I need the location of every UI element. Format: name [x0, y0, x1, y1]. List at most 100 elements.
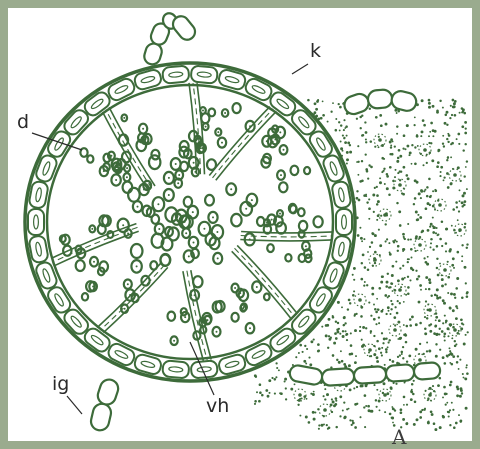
stipple-dot: [464, 132, 467, 135]
stipple-dot: [415, 323, 418, 326]
stipple-dot: [388, 310, 390, 312]
stipple-dot: [396, 125, 398, 127]
stipple-dot: [396, 133, 398, 135]
stipple-dot: [377, 200, 380, 203]
stipple-dot: [366, 201, 368, 203]
stipple-dot: [446, 159, 448, 161]
stipple-dot: [436, 165, 439, 168]
stipple-dot: [317, 99, 319, 101]
stipple-dot: [435, 232, 437, 234]
stipple-dot: [413, 380, 415, 382]
stipple-dot: [432, 225, 434, 227]
stipple-dot: [399, 354, 401, 356]
stipple-dot: [444, 315, 446, 317]
stipple-dot: [350, 344, 353, 347]
plastid-center: [279, 131, 281, 133]
stipple-dot: [458, 414, 460, 416]
stipple-dot: [352, 422, 355, 425]
stipple-dot: [301, 397, 303, 399]
plastid-center: [175, 163, 177, 165]
stipple-dot: [317, 350, 320, 353]
stipple-dot: [397, 245, 400, 248]
stipple-dot: [385, 285, 388, 288]
stipple-dot: [401, 351, 404, 354]
stipple-dot: [363, 284, 365, 286]
stipple-dot: [294, 383, 296, 385]
stipple-dot: [424, 327, 427, 330]
stipple-dot: [455, 343, 457, 345]
stipple-dot: [413, 203, 415, 205]
stipple-dot: [410, 390, 413, 393]
plastid-center: [216, 331, 218, 333]
tissue-cell-nucleus: [418, 243, 422, 247]
stipple-dot: [390, 313, 392, 315]
stipple-dot: [407, 223, 409, 225]
stipple-dot: [365, 131, 368, 134]
stipple-dot: [335, 129, 338, 132]
stipple-dot: [392, 290, 394, 292]
stipple-dot: [460, 387, 463, 390]
stipple-dot: [376, 356, 379, 359]
stipple-dot: [354, 426, 357, 429]
stipple-dot: [357, 145, 359, 147]
stipple-dot: [383, 337, 386, 340]
stipple-dot: [374, 308, 377, 311]
stipple-dot: [335, 400, 337, 402]
stipple-dot: [397, 279, 400, 282]
stipple-dot: [359, 180, 362, 183]
stipple-dot: [439, 100, 441, 102]
stipple-dot: [424, 189, 426, 191]
stipple-dot: [328, 335, 330, 337]
stipple-dot: [285, 398, 287, 400]
stipple-dot: [428, 350, 431, 353]
stipple-dot: [384, 183, 386, 185]
stipple-dot: [274, 393, 276, 395]
stipple-dot: [454, 297, 456, 299]
stipple-dot: [404, 277, 406, 279]
right-filament-cell: [367, 89, 393, 109]
stipple-dot: [407, 276, 409, 278]
stipple-dot: [385, 313, 387, 315]
stipple-dot: [408, 355, 411, 358]
stipple-dot: [368, 218, 370, 220]
stipple-dot: [307, 99, 310, 102]
stipple-dot: [458, 368, 460, 370]
stipple-dot: [451, 114, 453, 116]
stipple-dot: [419, 416, 422, 419]
stipple-dot: [446, 355, 448, 357]
stipple-dot: [427, 256, 429, 258]
stipple-dot: [459, 359, 461, 361]
stipple-dot: [359, 116, 362, 119]
plastid-center: [245, 208, 247, 210]
stipple-dot: [455, 317, 458, 320]
stipple-dot: [426, 186, 429, 189]
stipple-dot: [466, 243, 468, 245]
stipple-dot: [314, 111, 317, 114]
stipple-dot: [274, 378, 277, 381]
stipple-dot: [385, 351, 387, 353]
stipple-dot: [407, 258, 409, 260]
stipple-dot: [346, 158, 349, 161]
stipple-dot: [432, 249, 434, 251]
stipple-dot: [428, 99, 431, 102]
stipple-dot: [403, 404, 405, 406]
plastid-center: [126, 167, 128, 169]
stipple-dot: [357, 234, 360, 237]
stipple-dot: [422, 164, 424, 166]
stipple-dot: [321, 424, 324, 427]
stipple-dot: [381, 332, 383, 334]
stipple-dot: [259, 383, 262, 386]
stipple-dot: [371, 287, 374, 290]
stipple-dot: [393, 316, 396, 319]
stipple-dot: [359, 326, 361, 328]
stipple-dot: [457, 388, 460, 391]
stipple-dot: [414, 179, 417, 182]
stipple-dot: [384, 223, 386, 225]
stipple-dot: [425, 261, 428, 264]
stipple-dot: [397, 300, 399, 302]
stipple-dot: [419, 343, 421, 345]
stipple-dot: [410, 248, 413, 251]
plastid-center: [271, 219, 273, 221]
stipple-dot: [425, 288, 427, 290]
stipple-dot: [436, 267, 438, 269]
